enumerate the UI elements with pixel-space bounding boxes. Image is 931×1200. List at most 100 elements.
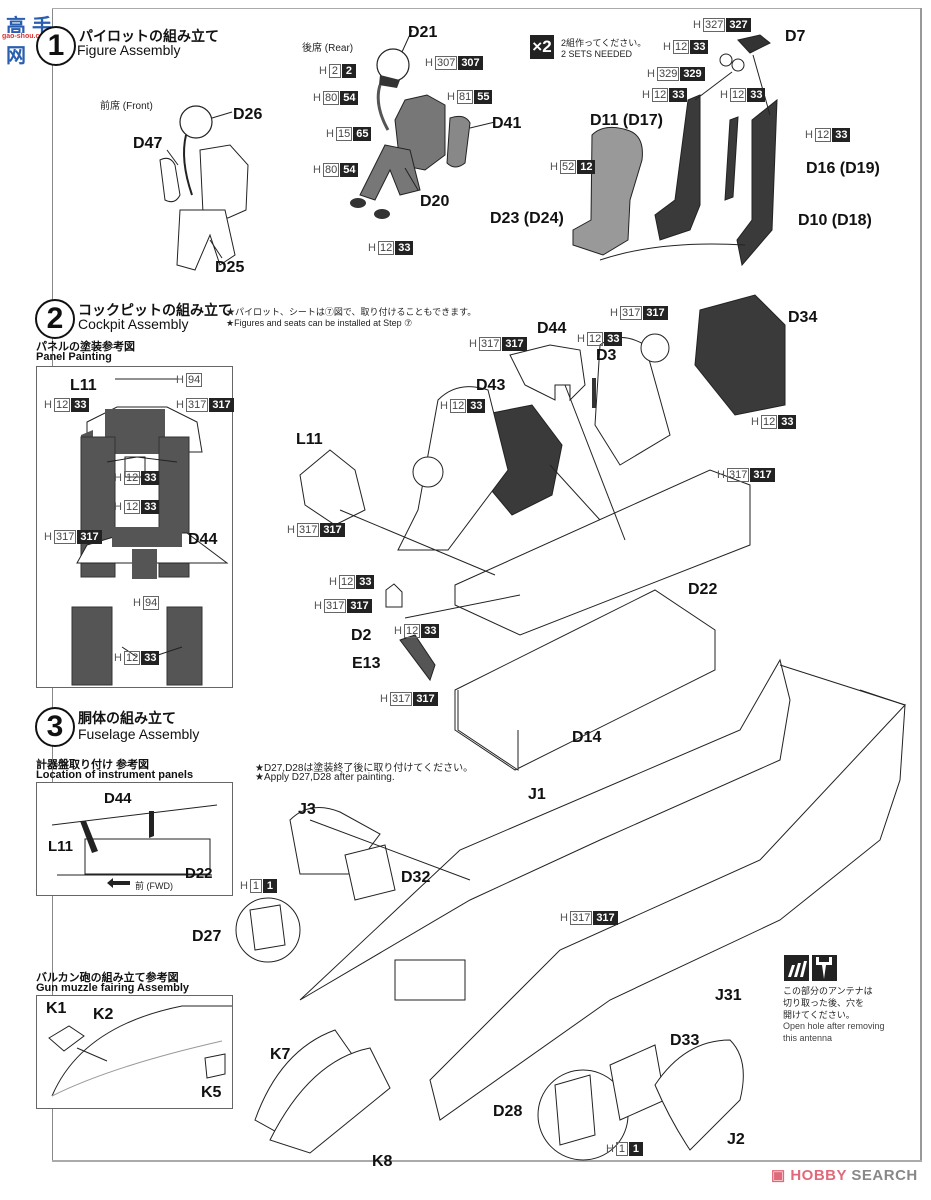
watermark-logo: 高手网 gao-shou.com [0,8,70,67]
step-1-title-en: Figure Assembly [77,42,181,58]
part-d25: D25 [215,259,245,276]
step-2-number: 2 [35,299,75,339]
hobby-search-watermark: ▣ HOBBY SEARCH [771,1167,918,1184]
part-j3: J3 [298,801,316,818]
inset-part-d44: D44 [188,531,218,548]
part-k7: K7 [270,1046,291,1063]
step-3-title-en: Fuselage Assembly [78,726,200,742]
panel-painting-drawing [71,378,229,686]
inset-part-l11-location: L11 [48,838,74,855]
sets-note-jp: 2組作ってください。 [561,38,647,48]
part-d11-d17: D11 (D17) [590,112,663,129]
step-2-note-en: ★Figures and seats can be installed at S… [226,318,413,328]
step-3-title-jp: 胴体の組み立て [78,710,176,726]
page-border-right [920,8,922,1160]
part-d3: D3 [596,347,617,364]
part-d47: D47 [133,135,163,152]
inset-part-k5: K5 [201,1084,222,1101]
part-d22: D22 [688,581,718,598]
part-d33: D33 [670,1032,700,1049]
step-1-title-jp: パイロットの組み立て [79,28,219,44]
antenna-note-jp-3: 開けてください。 [783,1010,855,1020]
instrument-location-title-jp: 計器盤取り付け 参考図 [36,759,150,771]
part-j2: J2 [727,1131,745,1148]
inset-part-l11: L11 [70,377,97,394]
step-3-note-en: ★Apply D27,D28 after painting. [255,772,395,783]
part-d26: D26 [233,106,263,123]
step-2-title-jp: コックピットの組み立て [78,302,232,318]
panel-painting-inset [36,366,233,688]
rear-seat-label: 後席 (Rear) [302,43,354,54]
antenna-note-jp-2: 切り取った後、穴を [783,998,865,1008]
part-d34: D34 [788,309,818,326]
part-d27: D27 [192,928,222,945]
part-k8: K8 [372,1153,393,1170]
part-d14: D14 [572,729,602,746]
gun-fairing-drawing [48,1005,232,1097]
part-d43: D43 [476,377,506,394]
instrument-location-inset [36,782,233,896]
cut-tool-icon [784,955,809,981]
fwd-arrow-label: 前 (FWD) [135,881,173,891]
watermark-sub: gao-shou.com [2,33,50,40]
panel-painting-title-jp: パネルの塗装参考図 [36,341,135,353]
inset-part-k2: K2 [93,1006,114,1023]
panel-painting-title-en: Panel Painting [36,351,112,363]
antenna-note-jp-1: この部分のアンテナは [783,986,873,996]
inset-part-d44-location: D44 [104,790,132,807]
sets-badge: ×2 [530,35,554,59]
step-3-number: 3 [35,707,75,747]
page-border-bottom [52,1160,922,1162]
page-border-top [52,8,922,9]
gun-fairing-title-en: Gun muzzle fairing Assembly [36,982,190,994]
part-d2: D2 [351,627,372,644]
watermark-text: 高手网 [6,16,58,67]
part-d16-d19: D16 (D19) [806,160,880,177]
part-j1: J1 [528,786,546,803]
drill-tool-icon [812,955,837,981]
inset-part-k1: K1 [46,1000,67,1017]
sets-note-en: 2 SETS NEEDED [561,49,633,59]
inset-part-d22-location: D22 [185,865,213,882]
step-1-number: 1 [36,26,76,66]
front-seat-label: 前席 (Front) [100,101,153,112]
part-d10-d18: D10 (D18) [798,212,872,229]
part-d20: D20 [420,193,450,210]
antenna-note-en-1: Open hole after removing [783,1021,885,1031]
hobby-search-logo-icon: ▣ [771,1167,791,1184]
part-l11: L11 [296,431,323,448]
gun-fairing-title-jp: バルカン砲の組み立て参考図 [36,972,179,984]
step-2-note-jp: ★パイロット、シートは⑦図で、取り付けることもできます。 [226,307,477,317]
